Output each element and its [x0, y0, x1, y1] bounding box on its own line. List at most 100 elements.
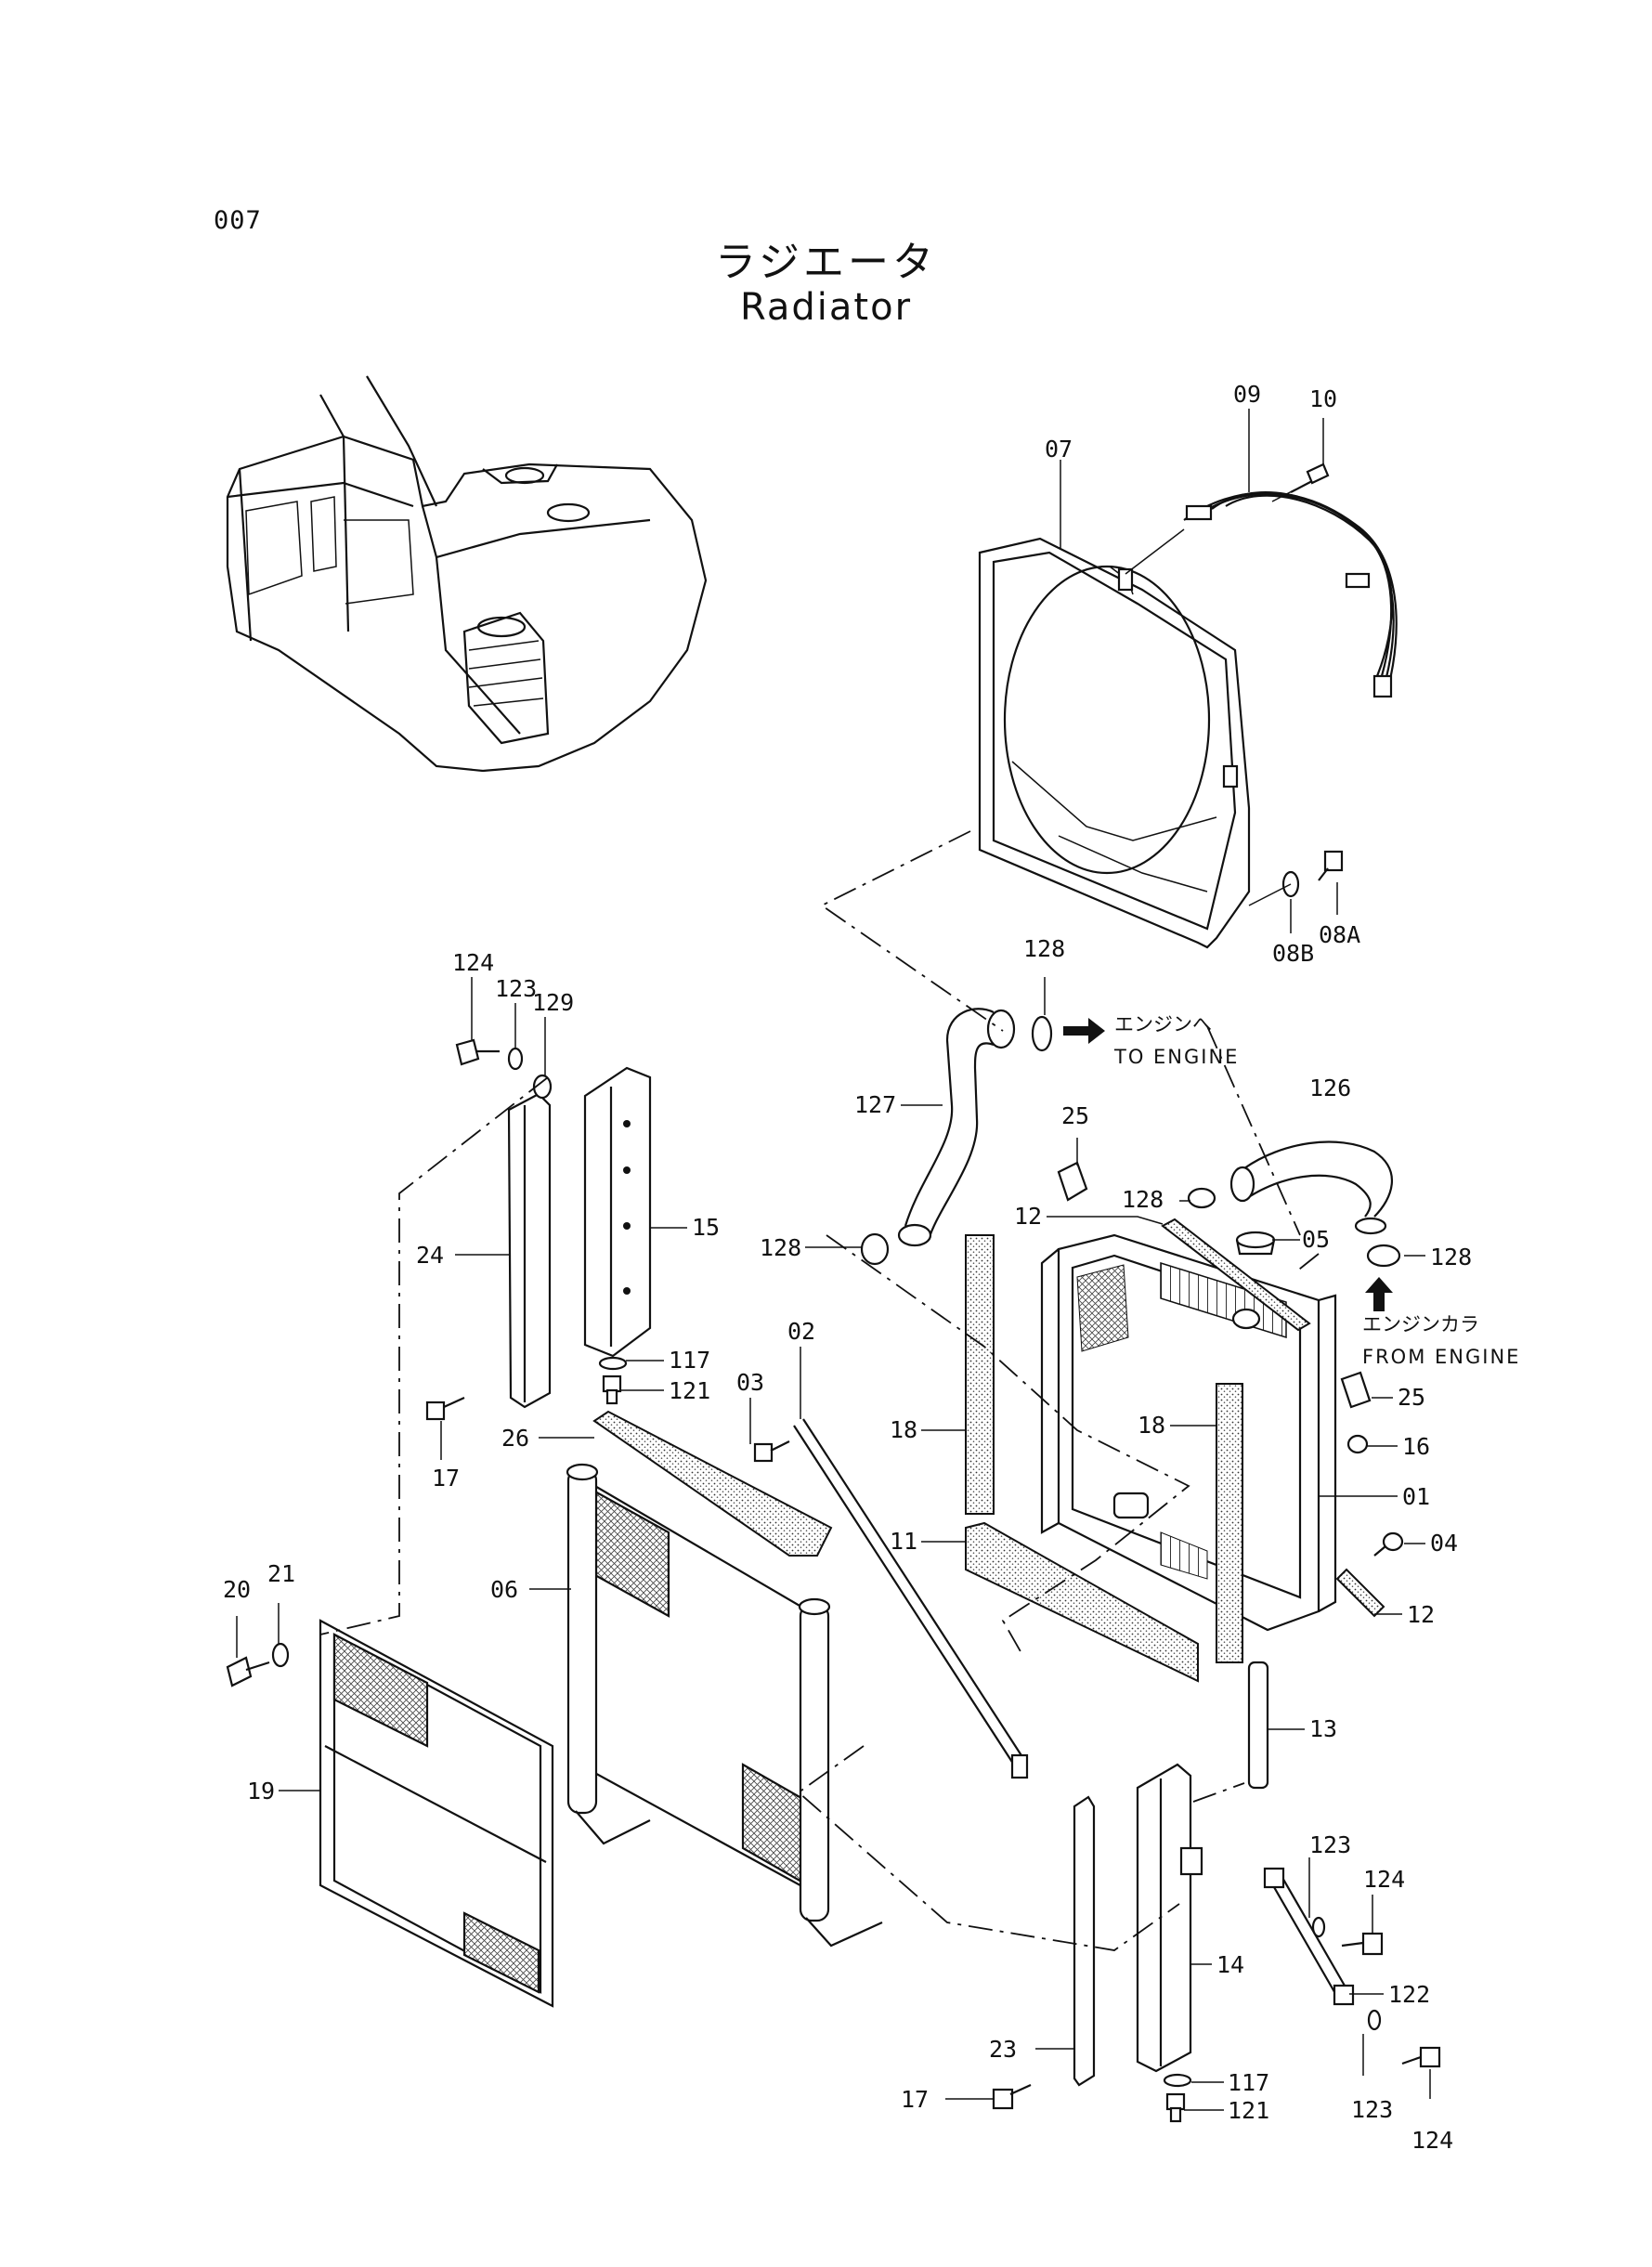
stay-rod: [793, 1418, 1029, 1779]
label-04: 04: [1430, 1530, 1458, 1557]
label-121a: 121: [669, 1377, 710, 1404]
label-117b: 117: [1228, 2069, 1269, 2096]
bolt-16: [1346, 1434, 1369, 1454]
label-123b: 123: [1309, 1831, 1351, 1858]
label-19: 19: [247, 1778, 275, 1804]
upper-hose: [897, 1008, 1016, 1247]
label-121b: 121: [1228, 2097, 1269, 2124]
label-06: 06: [490, 1576, 518, 1603]
bolt-124a: [455, 1038, 500, 1066]
hose-clamp-128c: [1187, 1187, 1216, 1209]
screen-19: [319, 1619, 554, 2008]
label-08b: 08B: [1272, 940, 1314, 967]
label-10: 10: [1309, 385, 1337, 412]
label-12b: 12: [1407, 1601, 1435, 1628]
bolt-10: [1271, 463, 1330, 502]
label-124a: 124: [452, 949, 494, 976]
label-09: 09: [1233, 381, 1261, 408]
spacer-block-25b: [1340, 1371, 1372, 1409]
seal-26: [592, 1410, 833, 1557]
label-16: 16: [1402, 1433, 1430, 1460]
washer-123a: [507, 1047, 524, 1071]
label-15: 15: [692, 1214, 720, 1241]
label-129: 129: [532, 989, 574, 1016]
label-25b: 25: [1398, 1384, 1425, 1411]
engine-notes: エンジンへ TO ENGINE エンジンカラ FROM ENGINE: [1113, 1013, 1518, 1368]
label-21: 21: [267, 1560, 295, 1587]
wing-bolt-20: [226, 1656, 270, 1687]
seal-23: [1073, 1795, 1096, 2087]
seal-strip-12b: [1335, 1568, 1385, 1618]
label-25a: 25: [1061, 1102, 1089, 1129]
label-18b: 18: [1138, 1412, 1165, 1439]
label-122: 122: [1388, 1981, 1430, 2008]
lower-bracket-14: [1136, 1763, 1203, 2073]
bolt-124c: [1401, 2046, 1441, 2068]
seal-18b: [1216, 1383, 1243, 1663]
bolt-17b: [992, 2083, 1032, 2110]
label-11: 11: [890, 1528, 917, 1555]
washer-129: [532, 1074, 553, 1100]
label-128b: 128: [760, 1234, 801, 1261]
label-18a: 18: [890, 1416, 917, 1443]
bolt-121b: [1165, 2092, 1186, 2123]
washer-123b: [1311, 1916, 1326, 1938]
hose-clamp-128a: [1031, 1015, 1053, 1052]
part-labels: 07 09 10 08B 08A 128 127 128 25 128 12 1…: [223, 381, 1472, 2154]
label-01: 01: [1402, 1483, 1430, 1510]
washer-123c: [1367, 2009, 1382, 2031]
label-24: 24: [416, 1242, 444, 1269]
label-02: 02: [787, 1318, 815, 1345]
seal-11: [965, 1521, 1199, 1683]
label-17b: 17: [901, 2086, 929, 2113]
label-17a: 17: [432, 1465, 460, 1492]
hose-clamp-128d: [1366, 1244, 1401, 1268]
label-14: 14: [1216, 1951, 1244, 1978]
bolt-08a: [1248, 850, 1344, 906]
arrow-to-engine-icon: [1063, 1018, 1105, 1044]
label-126: 126: [1309, 1075, 1351, 1101]
label-128a: 128: [1023, 935, 1065, 962]
label-12a: 12: [1014, 1203, 1042, 1230]
label-127: 127: [854, 1091, 896, 1118]
page-title-japanese: ラジエータ: [714, 239, 938, 286]
fan-guard: [1125, 491, 1398, 698]
spacer-block-25a: [1057, 1161, 1088, 1202]
washer-21: [271, 1642, 290, 1668]
radiator-core: [1040, 1233, 1337, 1632]
pipe-13: [1247, 1661, 1269, 1790]
page-title: Radiator: [739, 286, 913, 329]
to-engine-note-jp: エンジンへ: [1114, 1013, 1212, 1036]
label-117a: 117: [669, 1347, 710, 1374]
label-03: 03: [736, 1369, 764, 1396]
to-engine-note: TO ENGINE: [1113, 1046, 1239, 1068]
fan-shroud: [978, 537, 1251, 949]
lower-hose: [1229, 1140, 1393, 1235]
excavator-location-sketch: [226, 375, 708, 773]
label-20: 20: [223, 1576, 251, 1603]
label-13: 13: [1309, 1715, 1337, 1742]
bolt-121a: [602, 1375, 622, 1405]
label-124c: 124: [1411, 2127, 1453, 2154]
seal-18a: [965, 1234, 995, 1515]
bolt-124b: [1341, 1932, 1384, 1956]
label-26: 26: [501, 1425, 529, 1452]
side-seal-24: [507, 1092, 552, 1409]
bolt-04: [1373, 1531, 1404, 1557]
oil-cooler: [566, 1463, 883, 1948]
label-124b: 124: [1363, 1866, 1405, 1893]
washer-117b: [1163, 2073, 1192, 2088]
side-bracket-15: [583, 1066, 652, 1358]
from-engine-note-jp: エンジンカラ: [1362, 1313, 1479, 1335]
radiator-cap: [1235, 1231, 1276, 1256]
alignment-lines: [319, 830, 1320, 1951]
label-123c: 123: [1351, 2096, 1393, 2123]
seal-strip-12a: [1161, 1218, 1311, 1332]
label-07: 07: [1045, 436, 1073, 463]
label-05: 05: [1302, 1226, 1330, 1253]
bolt-17a: [425, 1396, 465, 1421]
washer-117a: [598, 1356, 628, 1371]
label-08a: 08A: [1319, 921, 1360, 948]
bolt-03: [753, 1440, 790, 1463]
